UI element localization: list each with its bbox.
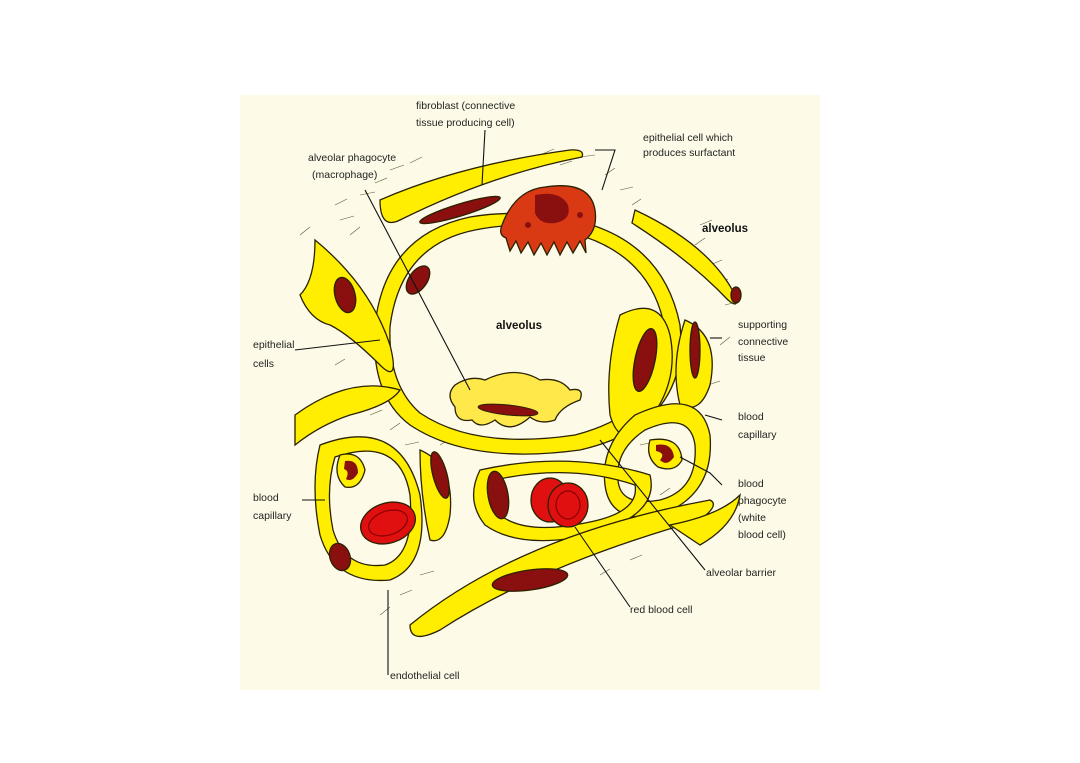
label-capillary-left-1: blood: [253, 492, 279, 504]
alveolus-diagram: fibroblast (connective tissue producing …: [240, 95, 820, 690]
label-phagocyte-2: (macrophage): [312, 169, 377, 181]
label-epithelial-cells-2: cells: [253, 358, 274, 370]
label-alveolus-center: alveolus: [496, 320, 542, 332]
label-fibroblast-2: tissue producing cell): [416, 117, 515, 129]
diagram-svg: fibroblast (connective tissue producing …: [253, 100, 788, 682]
label-surfactant-cell-2: produces surfactant: [643, 147, 735, 159]
label-blood-phagocyte-4: blood cell): [738, 529, 786, 541]
label-capillary-right-1: blood: [738, 411, 764, 423]
nuclei: [328, 195, 742, 592]
label-supporting-3: tissue: [738, 352, 766, 364]
diagram-labels: fibroblast (connective tissue producing …: [253, 100, 788, 682]
label-endothelial-cell: endothelial cell: [390, 670, 459, 682]
label-supporting-1: supporting: [738, 319, 787, 331]
red-blood-cells: [360, 477, 589, 545]
leader-lines: [294, 129, 723, 675]
label-blood-phagocyte-3: (white: [738, 512, 766, 524]
label-capillary-right-2: capillary: [738, 429, 777, 441]
label-epithelial-cells-1: epithelial: [253, 339, 294, 351]
label-fibroblast-1: fibroblast (connective: [416, 100, 515, 112]
label-red-blood-cell: red blood cell: [630, 604, 692, 616]
label-surfactant-cell-1: epithelial cell which: [643, 132, 733, 144]
label-blood-phagocyte-1: blood: [738, 478, 764, 490]
label-alveolus-right: alveolus: [702, 223, 748, 235]
label-alveolar-barrier: alveolar barrier: [706, 567, 777, 579]
label-phagocyte-1: alveolar phagocyte: [308, 152, 396, 164]
label-capillary-left-2: capillary: [253, 510, 292, 522]
white-blood-cells: [336, 438, 683, 489]
label-blood-phagocyte-2: phagocyte: [738, 495, 787, 507]
label-supporting-2: connective: [738, 336, 788, 348]
macrophage: [449, 371, 582, 428]
surfactant-cell: [500, 185, 597, 257]
